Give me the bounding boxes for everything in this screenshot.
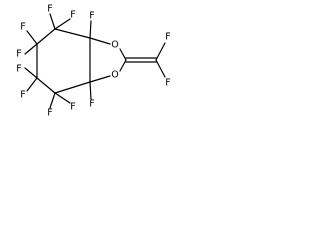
atom-label-o2: O	[111, 70, 118, 81]
atom-label-f-c5-bottom: F	[20, 90, 25, 101]
atom-label-f-c6-top: F	[20, 22, 25, 33]
bond-c2-o1	[89, 37, 111, 45]
atom-label-f-c8-top: F	[165, 32, 170, 43]
bond-c8-f-bottom	[155, 59, 166, 78]
bonds	[24, 13, 166, 109]
bond-c7-o2	[119, 59, 127, 72]
bond-c5-f-top	[24, 67, 38, 79]
bond-c4-f-right	[54, 92, 71, 104]
bond-c6-f-top	[26, 30, 38, 45]
atom-labels: O O F F F F F F F F F F F F	[16, 4, 170, 119]
bond-o1-c7	[119, 48, 127, 61]
atom-label-f-c2: F	[89, 11, 94, 22]
bond-c3-f	[89, 81, 92, 100]
ring-bond-c4-c5	[36, 77, 56, 94]
bond-c8-f-top	[155, 42, 166, 61]
atom-label-f-c4-right: F	[70, 102, 75, 113]
atom-label-f-c8-bottom: F	[165, 78, 170, 89]
bond-c1-f-left	[49, 13, 56, 30]
bond-o2-c3	[89, 75, 111, 83]
chemical-structure-diagram: O O F F F F F F F F F F F F	[16, 4, 170, 119]
atom-label-f-c1-right: F	[70, 10, 75, 21]
bond-c4-f-left	[49, 92, 56, 109]
ring-bond-c3-c4	[54, 81, 91, 94]
atom-label-f-c4-left: F	[47, 108, 52, 119]
atom-label-f-c6-bottom: F	[16, 49, 21, 60]
atom-label-f-c3: F	[89, 99, 94, 110]
bond-c5-f-bottom	[26, 77, 38, 92]
atom-label-o1: O	[111, 40, 118, 51]
bond-c6-f-bottom	[24, 43, 38, 55]
bond-c2-f	[89, 20, 92, 39]
atom-label-f-c5-top: F	[16, 64, 21, 75]
atom-label-f-c1-left: F	[47, 4, 52, 15]
ring-bond-c6-c1	[36, 28, 56, 45]
ring-bond-c1-c2	[54, 28, 91, 39]
bond-c1-f-right	[54, 18, 71, 30]
